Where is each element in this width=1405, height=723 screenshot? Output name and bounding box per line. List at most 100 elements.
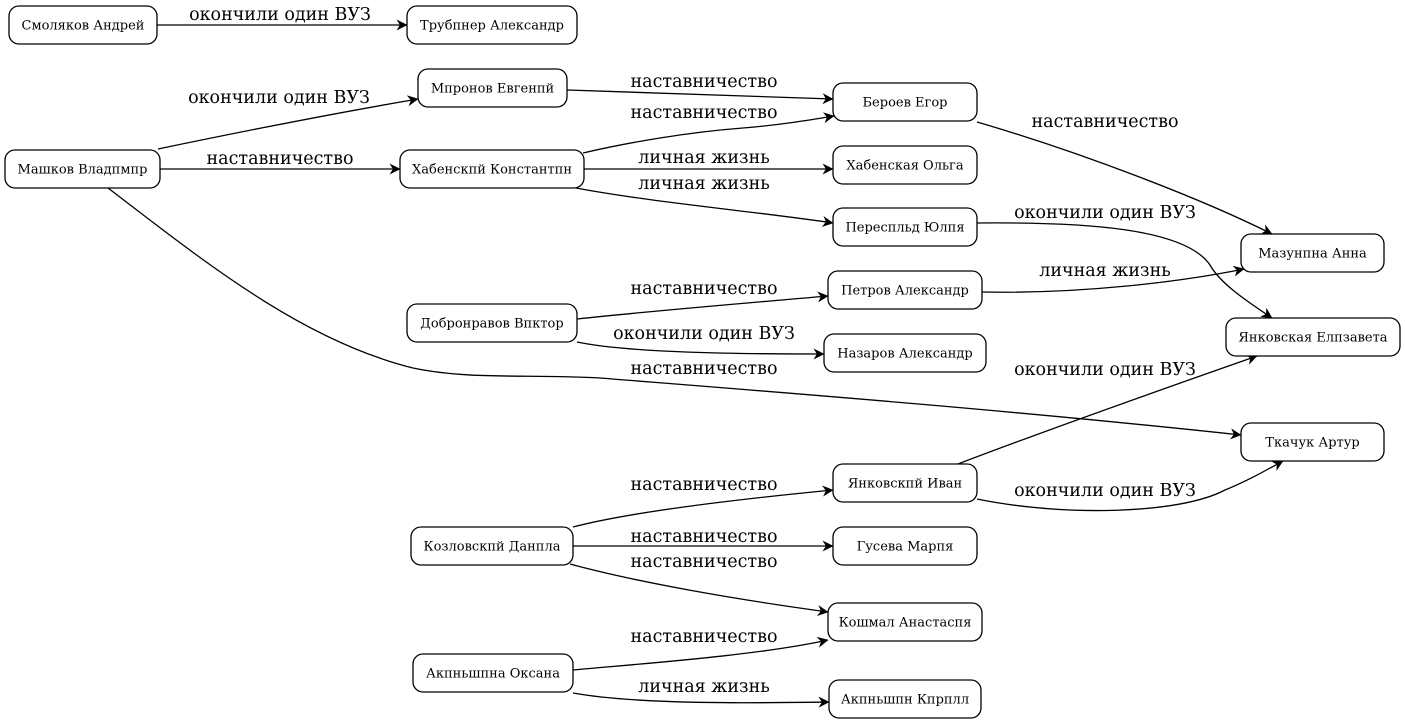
edge-line — [572, 692, 830, 708]
node-dobronravov[interactable]: Добронравов Впктор — [406, 303, 578, 343]
edge-labels-layer: окончили один ВУЗ окончили один ВУЗ настав… — [188, 5, 1196, 697]
node-label: Гусева Марпя — [857, 540, 954, 555]
node-akinshina[interactable]: Акпньшпна Оксана — [412, 653, 574, 693]
node-label: Акпньшпн Кпрплл — [841, 693, 969, 708]
node-mazunina[interactable]: Мазунпна Анна — [1240, 233, 1385, 273]
node-beroev[interactable]: Бероев Егор — [832, 82, 978, 122]
node-label: Мпронов Евгенпй — [431, 82, 554, 97]
edge-line — [572, 636, 829, 671]
edge-khabenskiy-to-peresild — [575, 187, 834, 227]
edge-line — [582, 112, 835, 154]
node-box — [827, 270, 983, 310]
edge-line — [976, 460, 1284, 512]
edge-label: личная жизнь — [1039, 261, 1171, 281]
edge-beroev-to-mazunina — [976, 121, 1273, 235]
node-kozlovskiy[interactable]: Козловскпй Данпла — [410, 526, 574, 566]
edge-label: личная жизнь — [638, 677, 770, 697]
node-guseva[interactable]: Гусева Марпя — [832, 526, 978, 566]
node-box — [1225, 317, 1401, 357]
node-label: Добронравов Впктор — [420, 317, 563, 332]
node-label: Переспльд Юлпя — [845, 221, 964, 236]
edge-label: личная жизнь — [638, 174, 770, 194]
node-box — [832, 207, 978, 247]
node-label: Кошмал Анастаспя — [839, 616, 972, 631]
edge-label: личная жизнь — [638, 148, 770, 168]
edge-line — [566, 89, 834, 105]
edge-yankovskiy-to-tkachuk — [976, 460, 1284, 512]
node-box — [4, 149, 161, 189]
node-box — [399, 149, 585, 189]
edge-label: окончили один ВУЗ — [1014, 360, 1196, 380]
node-box — [417, 68, 568, 108]
edge-label: наставничество — [631, 475, 778, 495]
edge-label: наставничество — [631, 627, 778, 647]
node-box — [832, 463, 978, 503]
edge-label: наставничество — [207, 149, 354, 169]
node-label: Назаров Александр — [837, 347, 972, 362]
edge-akinshina-to-akinshin — [572, 692, 830, 708]
edge-line — [569, 563, 829, 617]
edge-akinshina-to-koshmal — [572, 636, 829, 671]
node-label: Трубпнер Александр — [420, 19, 564, 34]
node-label: Хабенская Ольга — [846, 159, 963, 174]
edge-label: наставничество — [631, 552, 778, 572]
node-label: Акпньшпна Оксана — [426, 667, 560, 682]
edge-dobronravov-to-nazarov — [576, 341, 825, 360]
node-peresild[interactable]: Переспльд Юлпя — [832, 207, 978, 247]
node-box — [1240, 422, 1385, 462]
edge-yankovskiy-to-yankovskaya — [957, 354, 1258, 465]
node-mironov[interactable]: Мпронов Евгенпй — [417, 68, 568, 108]
node-yankovskaya[interactable]: Янковская Елпзавета — [1225, 317, 1401, 357]
node-box — [412, 653, 574, 693]
edge-line — [576, 291, 829, 320]
node-smolyakov[interactable]: Смоляков Андрей — [8, 5, 158, 45]
node-box — [832, 145, 978, 185]
edge-line — [107, 187, 1242, 440]
edge-label: наставничество — [1032, 112, 1179, 132]
node-khabenskaya[interactable]: Хабенская Ольга — [832, 145, 978, 185]
edge-label: окончили один ВУЗ — [189, 5, 371, 25]
node-label: Смоляков Андрей — [22, 19, 145, 34]
node-koshmal[interactable]: Кошмал Анастаспя — [827, 602, 983, 642]
edge-khabenskiy-to-beroev — [582, 112, 835, 154]
edge-peresild-to-yankovskaya — [976, 222, 1273, 319]
nodes-layer: Смоляков Андрей Трубпнер АлександрМпронов… — [4, 5, 1401, 719]
node-label: Янковскпй Иван — [848, 477, 962, 492]
edge-line — [157, 95, 419, 150]
edge-label: окончили один ВУЗ — [1014, 203, 1196, 223]
node-trubiner[interactable]: Трубпнер Александр — [406, 5, 578, 45]
node-tkachuk[interactable]: Ткачук Артур — [1240, 422, 1385, 462]
node-label: Козловскпй Данпла — [424, 540, 561, 555]
node-box — [832, 526, 978, 566]
node-box — [406, 5, 578, 45]
edges-layer — [107, 19, 1284, 708]
node-label: Петров Александр — [841, 284, 969, 299]
edge-label: окончили один ВУЗ — [1014, 481, 1196, 501]
edge-label: наставничество — [631, 527, 778, 547]
edge-label: наставничество — [631, 72, 778, 92]
edge-label: наставничество — [631, 279, 778, 299]
node-nazarov[interactable]: Назаров Александр — [823, 333, 987, 373]
node-yankovskiy[interactable]: Янковскпй Иван — [832, 463, 978, 503]
node-box — [823, 333, 987, 373]
edge-label: окончили один ВУЗ — [613, 324, 795, 344]
node-mashkov[interactable]: Машков Владпмпр — [4, 149, 161, 189]
edge-mashkov-to-mironov — [157, 95, 419, 150]
edge-kozlovskiy-to-yankovskiy — [572, 485, 834, 528]
node-petrov[interactable]: Петров Александр — [827, 270, 983, 310]
edge-line — [981, 265, 1245, 293]
edge-label: наставничество — [631, 103, 778, 123]
edge-label: окончили один ВУЗ — [188, 88, 370, 108]
edge-line — [572, 485, 834, 528]
edge-mironov-to-beroev — [566, 89, 834, 105]
node-akinshin[interactable]: Акпньшпн Кпрплл — [828, 679, 982, 719]
node-box — [832, 82, 978, 122]
edge-line — [976, 121, 1273, 235]
edge-label: наставничество — [631, 359, 778, 379]
edge-line — [957, 354, 1258, 465]
node-label: Машков Владпмпр — [18, 163, 148, 178]
edge-petrov-to-mazunina — [981, 265, 1245, 293]
node-khabenskiy[interactable]: Хабенскпй Константпн — [399, 149, 585, 189]
edge-line — [976, 222, 1273, 319]
